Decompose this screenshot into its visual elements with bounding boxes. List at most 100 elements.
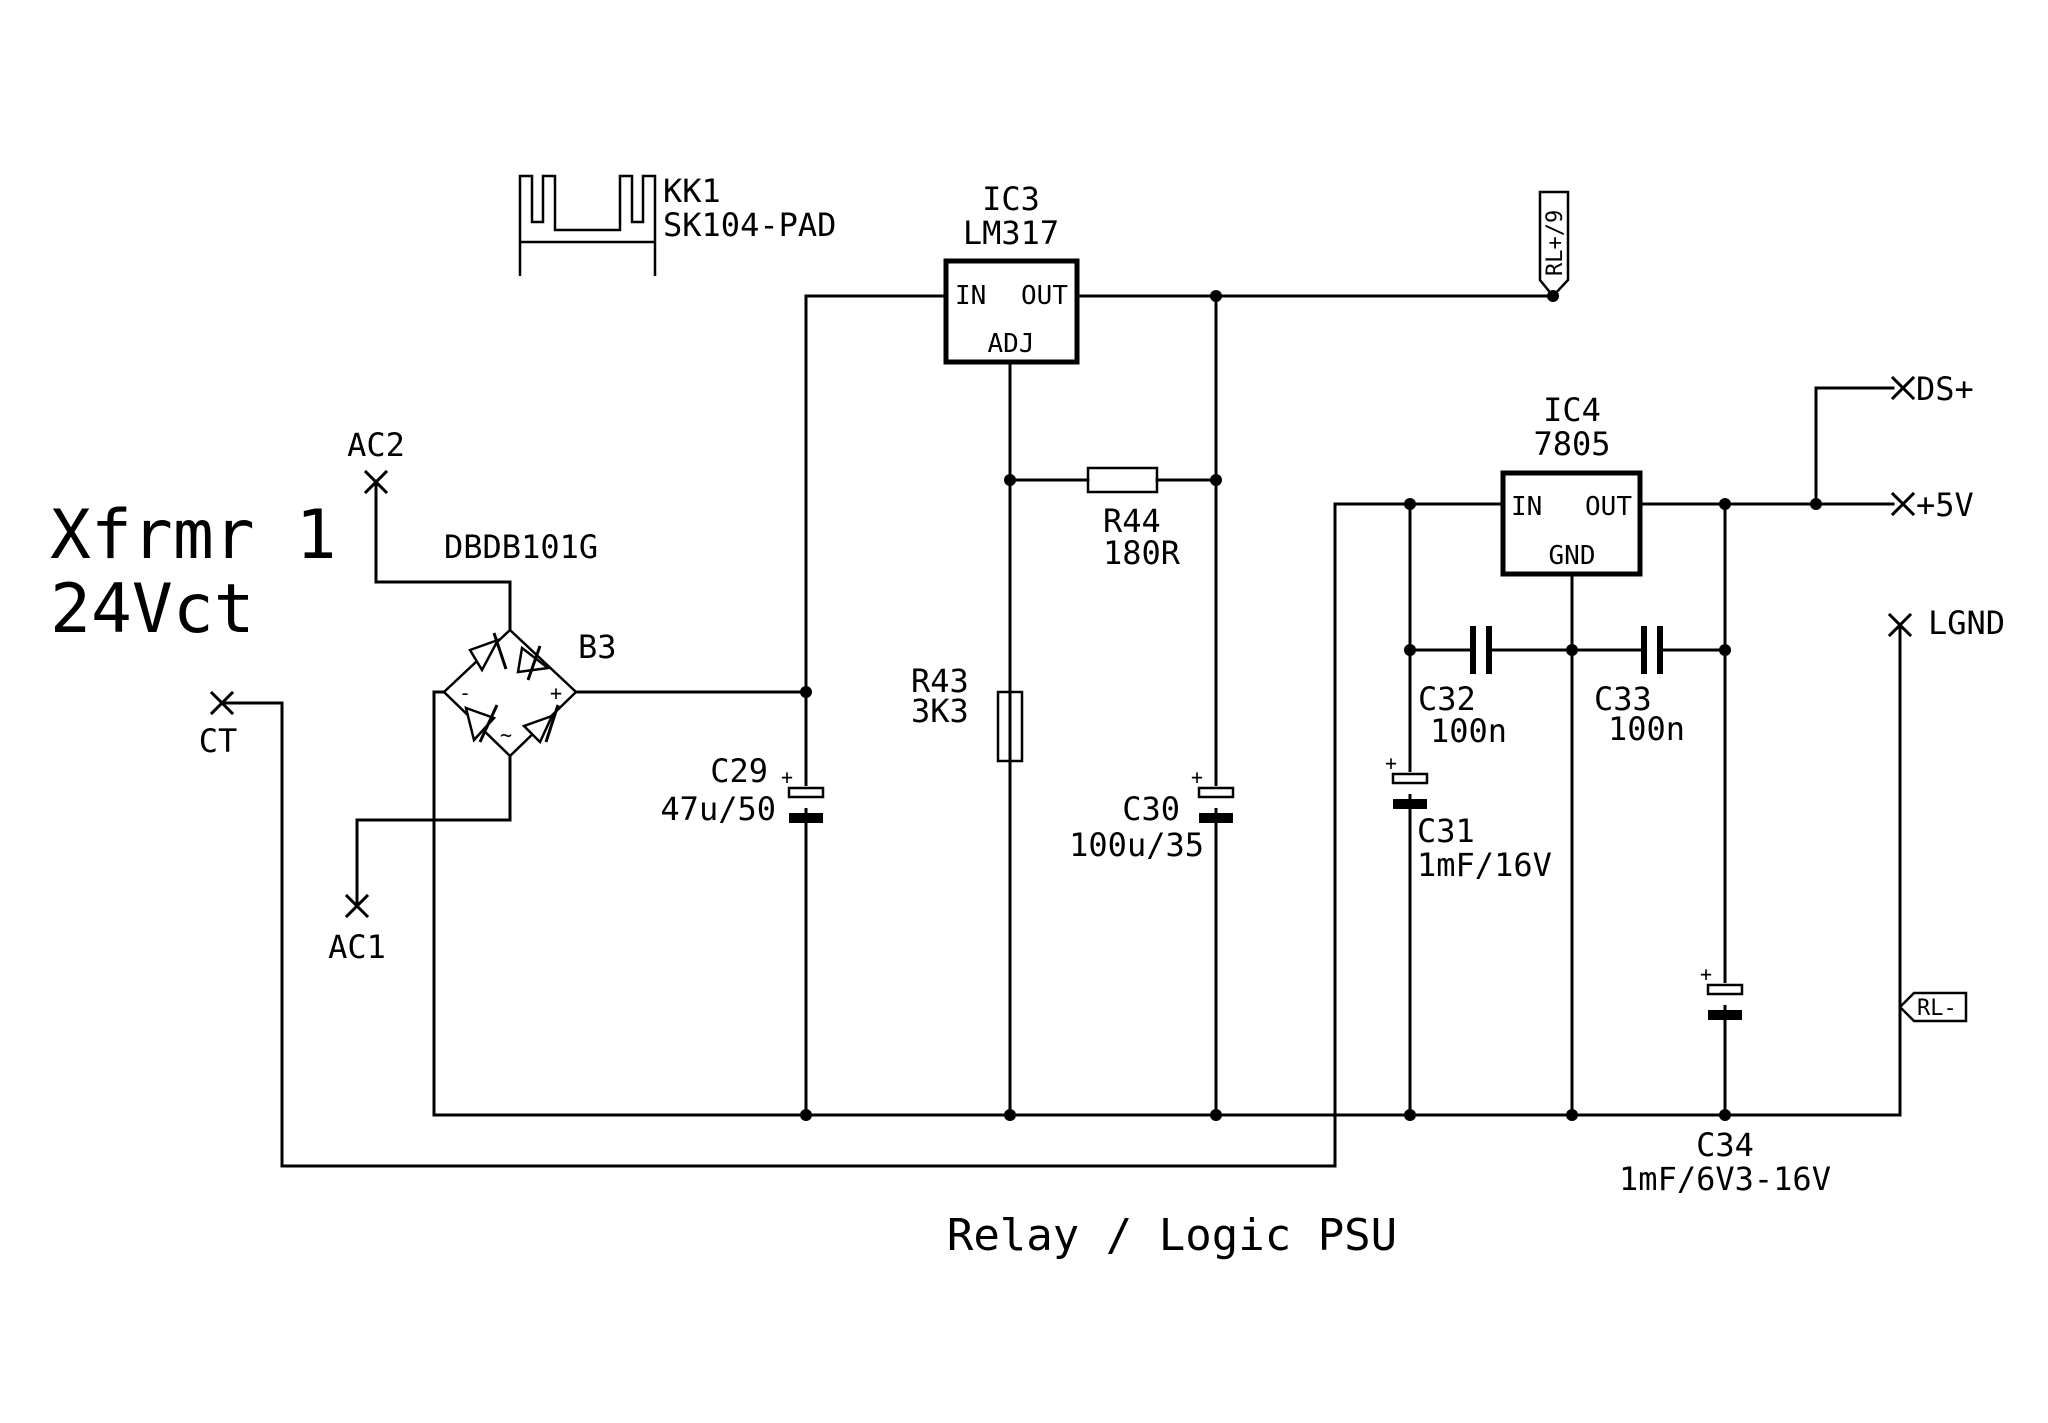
capacitor-plate-minus — [1199, 813, 1233, 823]
wire-bridge-minus — [432, 690, 446, 1117]
ic3-pin-in: IN — [955, 281, 986, 311]
bridge-rectifier-b3: - + ~ DBDB101G B3 — [442, 528, 617, 758]
diagram-caption: Relay / Logic PSU — [947, 1210, 1397, 1261]
c32-value: 100n — [1430, 712, 1507, 750]
wire-ic3-in — [804, 294, 948, 694]
terminal-lgnd: LGND — [1887, 604, 2005, 642]
bridge-plus: + — [550, 681, 562, 705]
junction-dot — [1566, 644, 1578, 656]
diode-icon — [516, 645, 552, 681]
junction-dot — [1404, 1109, 1416, 1121]
c31-value: 1mF/16V — [1417, 846, 1552, 884]
heatsink-kk1: KK1 SK104-PAD — [518, 172, 836, 276]
junction-dot — [1719, 644, 1731, 656]
diode-icon — [464, 704, 499, 743]
c29-ref: C29 — [710, 752, 768, 790]
transformer-line1: Xfrmr 1 — [50, 496, 337, 575]
capacitor-plate-minus — [1393, 799, 1427, 809]
terminal-x-icon — [1890, 375, 1916, 401]
r43-ref: R43 — [911, 662, 969, 700]
terminal-x-icon — [363, 469, 389, 495]
terminal-ac1-label: AC1 — [328, 928, 386, 966]
ic4-regulator: IC4 7805 IN OUT GND — [1500, 391, 1643, 577]
polarity-plus: + — [781, 765, 793, 789]
c32-ref: C32 — [1418, 680, 1476, 718]
resistor-icon — [1086, 466, 1159, 494]
junction-dot — [1404, 498, 1416, 510]
junction-dot — [800, 1109, 812, 1121]
junction-dot — [1004, 1109, 1016, 1121]
r44-value: 180R — [1103, 534, 1181, 572]
capacitor-plate-minus — [789, 813, 823, 823]
ic3-pin-out: OUT — [1021, 281, 1068, 311]
capacitor-plate — [1657, 626, 1663, 674]
ic3-pin-adj: ADJ — [988, 329, 1035, 359]
resistor-r44: R44 180R — [1086, 466, 1181, 572]
c30-ref: C30 — [1122, 790, 1180, 828]
junction-dot — [1210, 1109, 1222, 1121]
c31-ref: C31 — [1417, 812, 1475, 850]
terminal-ds-label: DS+ — [1916, 370, 1974, 408]
capacitor-plate-plus — [787, 786, 825, 799]
capacitor-plate-plus — [1197, 786, 1235, 799]
wire-ds — [1814, 386, 1895, 506]
net-flag-icon — [1538, 190, 1570, 298]
capacitor-c30: + C30 100u/35 — [1069, 765, 1235, 864]
net-label-rl-plus: RL+/9 — [1538, 190, 1570, 298]
terminal-ac1: AC1 — [328, 893, 386, 966]
terminal-x-icon — [1887, 612, 1913, 638]
kk1-ref: KK1 — [663, 172, 721, 210]
capacitor-c32: C32 100n — [1418, 626, 1507, 750]
terminal-5v-label: +5V — [1916, 486, 1974, 524]
c30-value: 100u/35 — [1069, 826, 1204, 864]
rl-plus-label: RL+/9 — [1543, 210, 1568, 276]
ic4-part: 7805 — [1533, 425, 1610, 463]
terminal-ac2: AC2 — [347, 426, 405, 495]
wire-ct — [220, 502, 1505, 1168]
junction-dot — [1719, 1109, 1731, 1121]
ic4-body — [1500, 470, 1643, 577]
ic3-body — [943, 258, 1080, 365]
resistor-r43: R43 3K3 — [911, 662, 1024, 763]
junction-dot — [1210, 290, 1222, 302]
junction-dot — [1404, 644, 1416, 656]
capacitor-c34: + C34 1mF/6V3-16V — [1619, 962, 1831, 1198]
rl-minus-label: RL- — [1917, 996, 1957, 1021]
capacitor-plate — [1486, 626, 1492, 674]
wire-ac2 — [374, 480, 512, 632]
resistor-icon — [996, 690, 1024, 763]
junction-dot — [1210, 474, 1222, 486]
capacitor-plate — [1470, 626, 1476, 674]
terminal-ds: DS+ — [1890, 370, 1974, 408]
terminal-ct: CT — [199, 690, 238, 760]
r43-value: 3K3 — [911, 692, 969, 730]
ic4-pin-in: IN — [1511, 492, 1542, 522]
capacitor-plate-plus — [1391, 772, 1429, 785]
terminal-x-icon — [209, 690, 235, 716]
polarity-plus: + — [1191, 765, 1203, 789]
ic3-regulator: IC3 LM317 IN OUT ADJ — [943, 180, 1080, 365]
r44-ref: R44 — [1103, 502, 1161, 540]
terminal-ct-label: CT — [199, 722, 238, 760]
kk1-value: SK104-PAD — [663, 206, 836, 244]
heatsink-icon — [518, 174, 657, 276]
c34-value: 1mF/6V3-16V — [1619, 1160, 1831, 1198]
ic4-pin-gnd: GND — [1549, 541, 1596, 571]
junction-dot — [800, 686, 812, 698]
diode-icon — [521, 704, 560, 745]
c33-ref: C33 — [1594, 680, 1652, 718]
bridge-ref: B3 — [578, 628, 617, 666]
terminal-x-icon — [1890, 491, 1916, 517]
c29-value: 47u/50 — [660, 790, 776, 828]
capacitor-plate — [1641, 626, 1647, 674]
c33-value: 100n — [1608, 710, 1685, 748]
junction-dot — [1566, 1109, 1578, 1121]
capacitor-c31: + C31 1mF/16V — [1385, 751, 1552, 884]
bridge-minus: - — [459, 681, 471, 705]
ic3-part: LM317 — [963, 214, 1059, 252]
polarity-plus: + — [1700, 962, 1712, 986]
polarity-plus: + — [1385, 751, 1397, 775]
bridge-ac: ~ — [500, 723, 512, 747]
diode-icon — [468, 632, 508, 673]
